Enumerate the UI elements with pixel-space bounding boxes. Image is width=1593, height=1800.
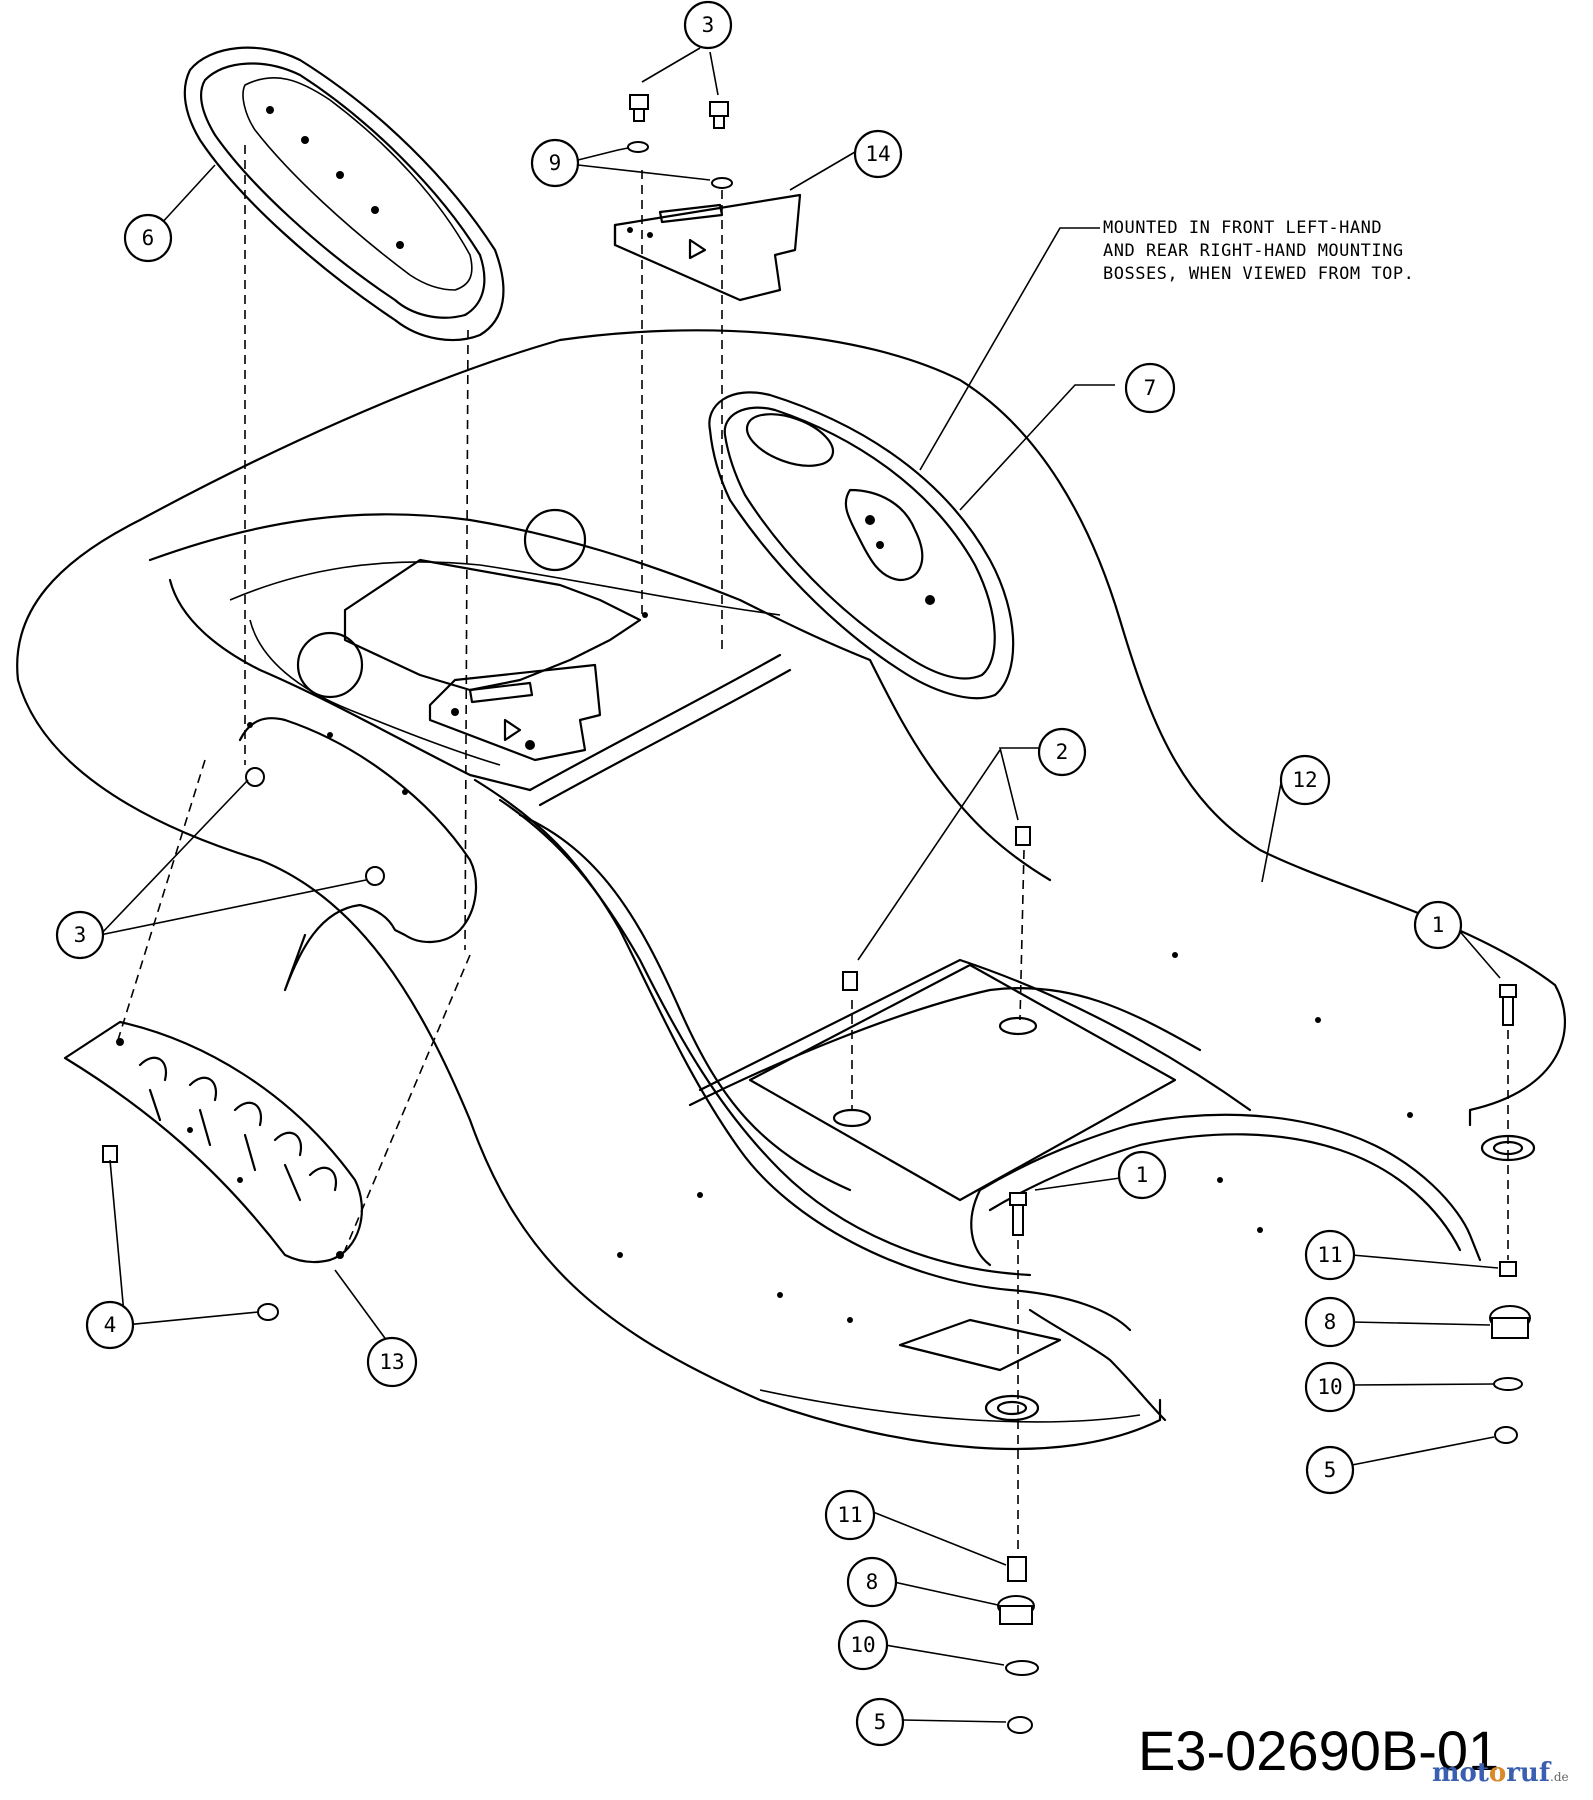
callout-3-left: 3 [55, 910, 105, 960]
callout-13: 13 [366, 1336, 418, 1388]
svg-text:7: 7 [1144, 376, 1157, 400]
svg-text:5: 5 [1324, 1458, 1337, 1482]
svg-text:11: 11 [1317, 1243, 1342, 1267]
callout-2: 2 [1037, 727, 1087, 777]
note-line-3: BOSSES, WHEN VIEWED FROM TOP. [1103, 264, 1414, 284]
seat-bracket [428, 663, 602, 762]
callout-5-right: 5 [1305, 1445, 1355, 1495]
callouts: 3 9 14 6 7 2 12 1 [55, 0, 1463, 1747]
callout-11-bottom: 11 [824, 1489, 876, 1541]
svg-text:3: 3 [74, 923, 87, 947]
svg-text:11: 11 [837, 1503, 862, 1527]
callout-3-top: 3 [683, 0, 733, 50]
svg-text:1: 1 [1432, 913, 1445, 937]
callout-7: 7 [1124, 362, 1176, 414]
svg-text:10: 10 [850, 1633, 875, 1657]
drawing-code: E3-02690B-01 [1138, 1719, 1499, 1782]
callout-10-right: 10 [1304, 1361, 1356, 1413]
watermark-logo: motoruf.de [1432, 1758, 1569, 1788]
svg-text:14: 14 [865, 142, 890, 166]
svg-text:5: 5 [874, 1710, 887, 1734]
svg-text:8: 8 [866, 1570, 879, 1594]
svg-text:2: 2 [1056, 740, 1069, 764]
part-14-bracket [613, 193, 802, 302]
part-6-handle [183, 46, 505, 342]
fasteners [102, 94, 1531, 1734]
svg-text:9: 9 [549, 151, 562, 175]
svg-text:3: 3 [702, 13, 715, 37]
callout-1-center: 1 [1117, 1150, 1167, 1200]
leader-lines [99, 47, 1501, 1723]
callout-4: 4 [85, 1300, 135, 1350]
alignment-lines [117, 145, 1509, 1555]
svg-text:1: 1 [1136, 1163, 1149, 1187]
mounting-note: MOUNTED IN FRONT LEFT-HAND AND REAR RIGH… [1103, 218, 1414, 284]
part-7-handle [708, 391, 1015, 700]
front-panel [238, 717, 477, 992]
svg-text:6: 6 [142, 226, 155, 250]
callout-12: 12 [1279, 754, 1331, 806]
callout-5-bottom: 5 [855, 1697, 905, 1747]
callout-8-right: 8 [1304, 1296, 1356, 1348]
part-13-plate [63, 1020, 363, 1264]
callout-1-right: 1 [1413, 900, 1463, 950]
note-line-2: AND REAR RIGHT-HAND MOUNTING [1103, 241, 1404, 261]
svg-text:10: 10 [1317, 1375, 1342, 1399]
callout-6: 6 [123, 213, 173, 263]
fender-body [16, 329, 1567, 1450]
callout-9: 9 [530, 138, 580, 188]
svg-text:13: 13 [379, 1350, 404, 1374]
callout-10-bottom: 10 [837, 1619, 889, 1671]
note-line-1: MOUNTED IN FRONT LEFT-HAND [1103, 218, 1382, 238]
svg-text:8: 8 [1324, 1310, 1337, 1334]
callout-11-right: 11 [1304, 1229, 1356, 1281]
callout-14: 14 [853, 129, 903, 179]
callout-8-bottom: 8 [846, 1556, 898, 1608]
svg-text:4: 4 [104, 1313, 117, 1337]
svg-text:12: 12 [1292, 768, 1317, 792]
